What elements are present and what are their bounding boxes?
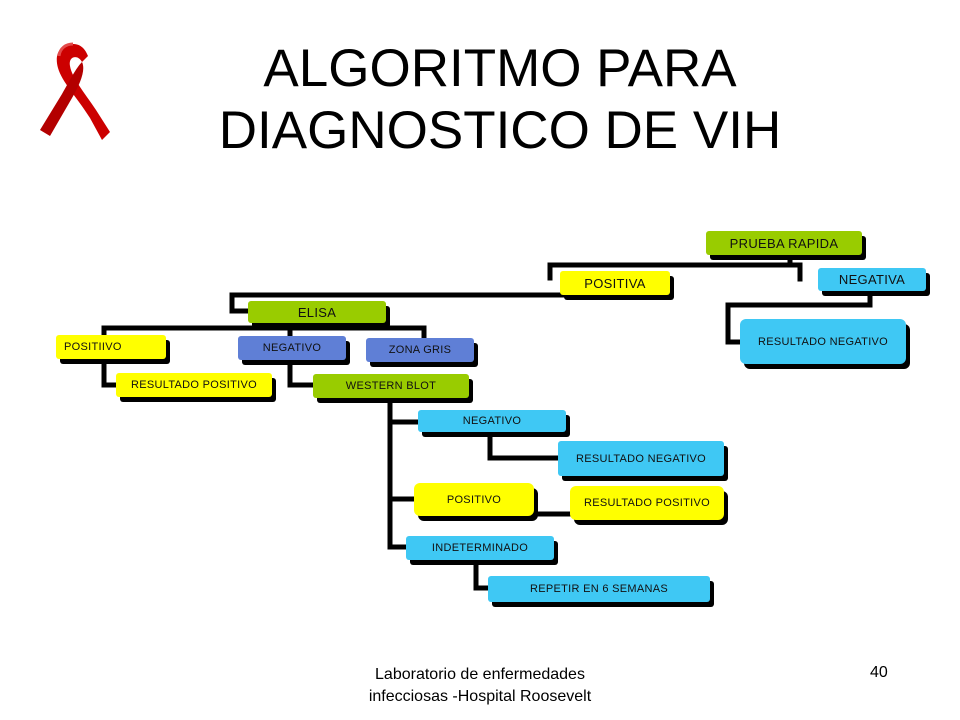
node-zona-gris: ZONA GRIS [366,338,474,362]
node-wb-negativo: NEGATIVO [418,410,566,432]
node-elisa: ELISA [248,301,386,323]
footer-line-2: infecciosas -Hospital Roosevelt [368,688,592,705]
connector-western-trunk [387,395,409,550]
title-line-2: DIAGNOSTICO DE VIH [218,101,782,160]
node-repetir: REPETIR EN 6 SEMANAS [488,576,710,602]
connector-negativa-resultado [725,288,873,345]
node-western-blot: WESTERN BLOT [313,374,469,398]
node-elisa-negativo: NEGATIVO [238,336,346,360]
node-positiva: POSITIVA [560,271,670,295]
page-title: ALGORITMO PARA DIAGNOSTICO DE VIH [150,38,850,162]
node-wb-positivo: POSITIVO [414,483,534,516]
connector-positiva-elisa [229,292,613,314]
connector-indeterminado-repetir [473,557,491,591]
connector-elisa-branches [101,317,313,343]
connector-rapida-branches [547,252,793,281]
node-resultado-negativo-rapida: RESULTADO NEGATIVO [740,319,906,364]
title-line-1: ALGORITMO PARA [263,39,737,98]
node-prueba-rapida: PRUEBA RAPIDA [706,231,862,255]
node-wb-resultado-negativo: RESULTADO NEGATIVO [558,441,724,476]
connector-negativo-western [287,357,316,388]
node-indeterminado: INDETERMINADO [406,536,554,560]
node-wb-resultado-positivo: RESULTADO POSITIVO [570,486,724,520]
footer: Laboratorio de enfermedades infecciosas … [310,664,650,708]
page-number: 40 [870,664,888,681]
awareness-ribbon-icon [40,42,110,140]
connector-wbneg-resultado [487,429,561,461]
node-elisa-positivo: POSITIIVO [56,335,166,359]
connector-elisa-right [307,325,427,341]
connector-rapida-negativa [787,262,803,282]
node-elisa-resultado-positivo: RESULTADO POSITIVO [116,373,272,397]
connector-positivo-resultado [101,355,119,388]
node-negativa: NEGATIVA [818,268,926,291]
footer-line-1: Laboratorio de enfermedades [375,666,585,683]
